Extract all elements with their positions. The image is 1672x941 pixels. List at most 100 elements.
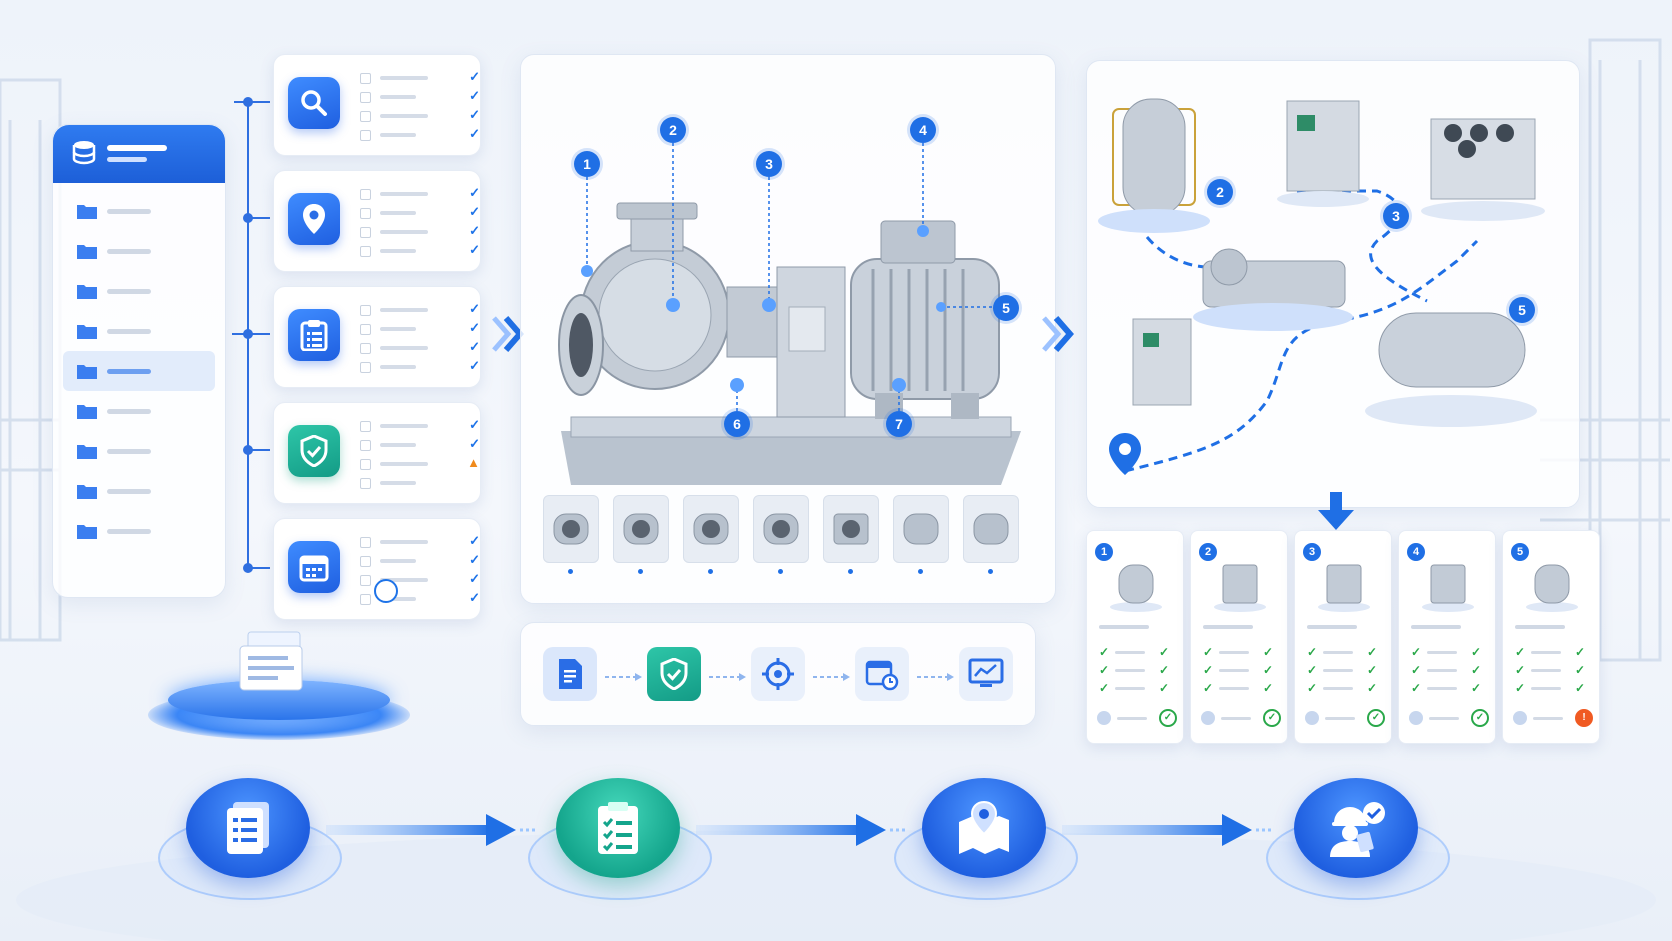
task-card[interactable]: ✓✓✓✓ <box>273 170 481 272</box>
checklist-row: ✓ <box>360 223 480 238</box>
folder-icon <box>77 523 97 544</box>
pump-part-callout-7[interactable]: 7 <box>886 411 912 437</box>
task-card[interactable]: ✓✓▲ <box>273 402 481 504</box>
step-connector-arrow <box>605 669 643 687</box>
checkbox[interactable] <box>360 440 371 451</box>
pump-part-callout-5[interactable]: 5 <box>993 295 1019 321</box>
checklist-text-placeholder <box>380 308 428 312</box>
check-icon: ✓ <box>469 88 480 103</box>
callout-leader-lines <box>581 131 993 411</box>
equipment-card-pump-unit[interactable]: 3✓✓✓✓✓✓✓ <box>1294 530 1392 744</box>
check-icon: ✓ <box>1307 681 1318 695</box>
checkbox[interactable] <box>360 575 371 586</box>
checkbox[interactable] <box>360 111 371 122</box>
checkbox[interactable] <box>360 130 371 141</box>
pump-part-callout-3[interactable]: 3 <box>756 151 782 177</box>
pump-part-callout-2[interactable]: 2 <box>660 117 686 143</box>
clock-icon <box>374 579 398 603</box>
process-step-document-icon[interactable] <box>543 647 597 701</box>
checkbox[interactable] <box>360 362 371 373</box>
folder-list-item[interactable] <box>63 191 215 231</box>
workflow-step-inspector-approved-icon[interactable] <box>1294 778 1418 878</box>
process-step-shield-check-icon[interactable] <box>647 647 701 701</box>
check-icon: ✓ <box>1099 645 1110 659</box>
workflow-step-map-location-icon[interactable] <box>922 778 1046 878</box>
process-step-monitor-chart-icon[interactable] <box>959 647 1013 701</box>
checkbox[interactable] <box>360 537 371 548</box>
spec-line-placeholder <box>1115 687 1145 690</box>
checkbox[interactable] <box>360 92 371 103</box>
folder-list-item[interactable] <box>63 391 215 431</box>
step-connector-arrow <box>709 669 747 687</box>
component-thumb-coupling[interactable] <box>753 495 809 563</box>
workflow-step-checklist-icon[interactable] <box>556 778 680 878</box>
task-card[interactable]: ✓✓✓✓ <box>273 286 481 388</box>
check-icon: ✓ <box>1263 681 1274 695</box>
task-card[interactable]: ✓✓✓✓ <box>273 54 481 156</box>
check-icon: ✓ <box>1307 645 1318 659</box>
checkbox[interactable] <box>360 421 371 432</box>
component-thumb-base-frame[interactable] <box>963 495 1019 563</box>
folder-list-item[interactable] <box>63 231 215 271</box>
equipment-number-badge: 2 <box>1199 543 1217 561</box>
equipment-number-badge: 3 <box>1303 543 1321 561</box>
folder-list-item[interactable] <box>63 271 215 311</box>
checkbox[interactable] <box>360 343 371 354</box>
checkbox[interactable] <box>360 556 371 567</box>
task-card[interactable]: ✓✓✓✓ <box>273 518 481 620</box>
map-location-callout-3[interactable]: 3 <box>1383 203 1409 229</box>
check-icon: ✓ <box>1471 645 1482 659</box>
checkbox[interactable] <box>360 459 371 470</box>
workflow-step-document-list-icon[interactable] <box>186 778 310 878</box>
folder-name-placeholder <box>107 289 151 294</box>
checklist-row: ✓ <box>360 417 480 432</box>
process-step-target-icon[interactable] <box>751 647 805 701</box>
equipment-card-reactor-vessel[interactable]: 1✓✓✓✓✓✓✓ <box>1086 530 1184 744</box>
checkbox[interactable] <box>360 305 371 316</box>
folder-icon <box>77 323 97 344</box>
pump-assembly-panel: 1 2 3 4 5 6 7 <box>520 54 1056 604</box>
checkbox[interactable] <box>360 227 371 238</box>
checklist-text-placeholder <box>380 249 416 253</box>
checklist-text-placeholder <box>380 424 428 428</box>
folder-list-item[interactable] <box>63 431 215 471</box>
equipment-number-badge: 5 <box>1511 543 1529 561</box>
equipment-title-placeholder <box>1099 625 1149 629</box>
checkbox[interactable] <box>360 189 371 200</box>
checkbox[interactable] <box>360 594 371 605</box>
checkbox[interactable] <box>360 478 371 489</box>
process-step-bar <box>520 622 1036 726</box>
folder-list-item[interactable] <box>63 351 215 391</box>
component-thumb-flange[interactable] <box>543 495 599 563</box>
spec-line-placeholder <box>1219 669 1249 672</box>
equipment-card-storage-tank[interactable]: 5✓✓✓✓✓✓! <box>1502 530 1600 744</box>
folder-icon <box>77 283 97 304</box>
component-thumb-baseplate[interactable] <box>893 495 949 563</box>
checkbox[interactable] <box>360 246 371 257</box>
equipment-title-placeholder <box>1515 625 1565 629</box>
component-thumb-pump-casing[interactable] <box>613 495 669 563</box>
checklist-row: ✓ <box>360 242 480 257</box>
checklist-row: ✓ <box>360 69 480 84</box>
pump-part-callout-4[interactable]: 4 <box>910 117 936 143</box>
check-icon: ✓ <box>1203 663 1214 677</box>
checkbox[interactable] <box>360 73 371 84</box>
folder-list-item[interactable] <box>63 511 215 551</box>
document-sidebar <box>52 124 226 598</box>
checklist-row: ✓ <box>360 320 480 335</box>
folder-list-item[interactable] <box>63 311 215 351</box>
checkbox[interactable] <box>360 208 371 219</box>
map-location-callout-5[interactable]: 5 <box>1509 297 1535 323</box>
equipment-card-cooling-unit[interactable]: 4✓✓✓✓✓✓✓ <box>1398 530 1496 744</box>
equipment-card-control-cabinet[interactable]: 2✓✓✓✓✓✓✓ <box>1190 530 1288 744</box>
checkbox[interactable] <box>360 324 371 335</box>
component-thumb-impeller-housing[interactable] <box>683 495 739 563</box>
check-icon: ✓ <box>1203 681 1214 695</box>
map-location-callout-2[interactable]: 2 <box>1207 179 1233 205</box>
check-icon: ✓ <box>1411 663 1422 677</box>
pump-part-callout-1[interactable]: 1 <box>574 151 600 177</box>
pump-part-callout-6[interactable]: 6 <box>724 411 750 437</box>
folder-list-item[interactable] <box>63 471 215 511</box>
component-thumb-motor[interactable] <box>823 495 879 563</box>
process-step-calendar-clock-icon[interactable] <box>855 647 909 701</box>
